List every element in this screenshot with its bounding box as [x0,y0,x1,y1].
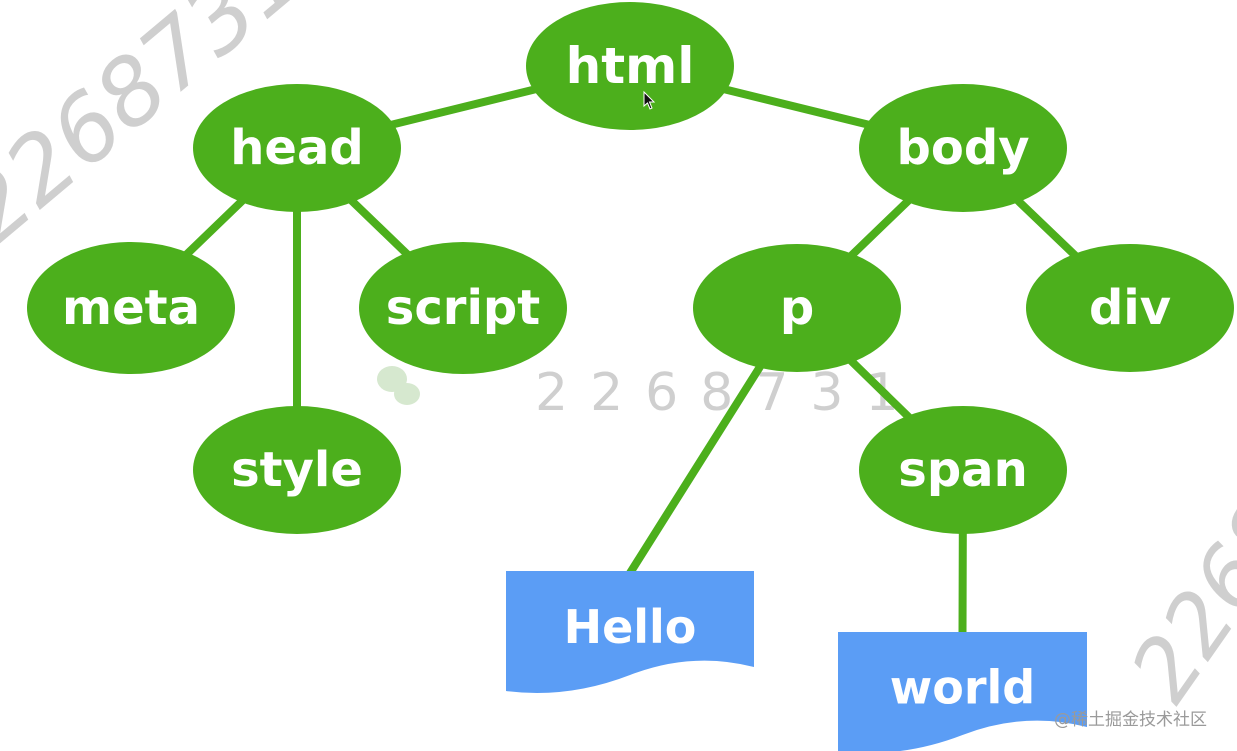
node-label-script: script [386,280,540,336]
element-node-shape-meta [27,242,235,374]
node-label-hello: Hello [564,600,697,654]
node-script: script [359,242,567,374]
node-hello: Hello [506,571,754,693]
node-body: body [859,84,1067,212]
node-span: span [859,406,1067,534]
node-p: p [693,244,901,372]
watermark-center: 2268731 [377,363,921,423]
node-div: div [1026,244,1234,372]
cursor-icon [643,90,656,110]
node-label-style: style [231,442,363,498]
node-label-p: p [780,280,814,336]
credit-text: @稀土掘金技术社区 [1054,710,1207,730]
element-node-shape-div [1026,244,1234,372]
node-label-span: span [898,442,1028,498]
node-head: head [193,84,401,212]
node-label-div: div [1089,280,1171,336]
element-node-shape-script [359,242,567,374]
element-node-shape-p [693,244,901,372]
node-label-world: world [890,661,1035,715]
node-style: style [193,406,401,534]
node-meta: meta [27,242,235,374]
node-label-body: body [897,120,1030,176]
node-layer: html head body meta script style p div spanHello… [27,2,1234,751]
element-node-shape-body [859,84,1067,212]
watermark-right: 2268 [1111,483,1237,720]
node-label-meta: meta [62,280,200,336]
element-node-shape-html [526,2,734,130]
text-node-shape-world [838,632,1087,751]
wechat-icon [377,366,420,405]
node-label-head: head [230,120,363,176]
element-node-shape-span [859,406,1067,534]
node-world: world [838,632,1087,751]
node-label-html: html [566,37,695,95]
text-node-shape-hello [506,571,754,693]
element-node-shape-head [193,84,401,212]
watermark-center-text: 2268731 [535,363,921,423]
element-node-shape-style [193,406,401,534]
node-html: html [526,2,734,130]
